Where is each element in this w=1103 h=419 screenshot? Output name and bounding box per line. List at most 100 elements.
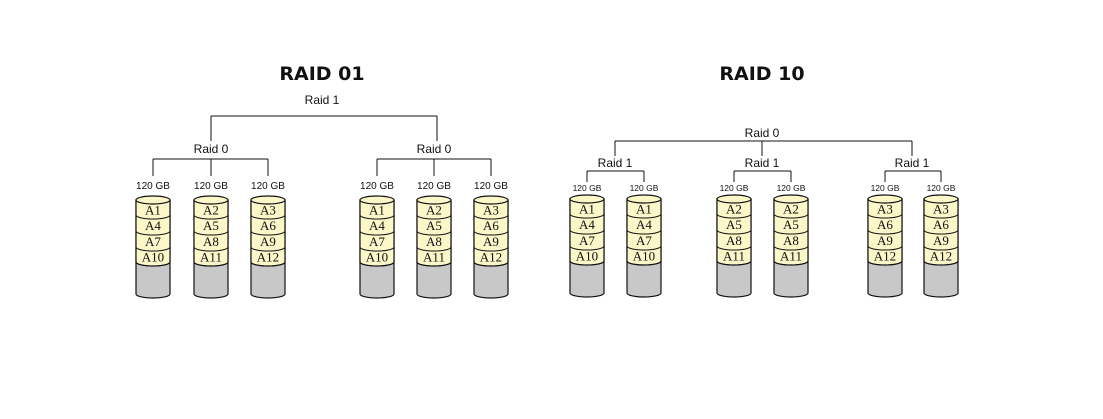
raid01-title: RAID 01 bbox=[279, 63, 364, 85]
block-separator bbox=[250, 246, 286, 252]
block-a2: A2 bbox=[203, 202, 219, 217]
block-separator bbox=[473, 261, 509, 267]
block-a6: A6 bbox=[933, 217, 949, 232]
block-separator bbox=[135, 246, 171, 252]
block-a11: A11 bbox=[723, 248, 745, 263]
disk-top bbox=[923, 194, 959, 204]
block-separator bbox=[135, 261, 171, 267]
block-separator bbox=[569, 213, 605, 219]
block-a5: A5 bbox=[726, 217, 742, 232]
group-label: Raid 0 bbox=[194, 142, 229, 156]
group-label: Raid 1 bbox=[895, 156, 930, 170]
raid10-top-label: Raid 0 bbox=[745, 126, 780, 140]
block-a4: A4 bbox=[636, 217, 652, 232]
block-separator bbox=[626, 245, 662, 251]
block-a4: A4 bbox=[145, 218, 161, 233]
block-separator bbox=[193, 214, 229, 220]
block-a7: A7 bbox=[369, 234, 385, 249]
disk-capacity-label: 120 GB bbox=[573, 183, 602, 193]
block-a1: A1 bbox=[636, 201, 652, 216]
block-separator bbox=[250, 261, 286, 267]
block-a9: A9 bbox=[483, 234, 499, 249]
group-label: Raid 0 bbox=[417, 142, 452, 156]
disk-top bbox=[135, 195, 171, 205]
block-a10: A10 bbox=[366, 249, 388, 264]
disk-capacity-label: 120 GB bbox=[417, 181, 451, 192]
block-a12: A12 bbox=[257, 249, 279, 264]
disk-top bbox=[359, 195, 395, 205]
block-a6: A6 bbox=[483, 218, 499, 233]
block-a3: A3 bbox=[260, 202, 276, 217]
block-separator bbox=[923, 229, 959, 235]
block-a10: A10 bbox=[576, 248, 598, 263]
block-separator bbox=[135, 230, 171, 236]
block-a9: A9 bbox=[260, 234, 276, 249]
block-separator bbox=[626, 229, 662, 235]
block-a5: A5 bbox=[783, 217, 799, 232]
block-separator bbox=[416, 230, 452, 236]
block-separator bbox=[359, 214, 395, 220]
block-separator bbox=[473, 230, 509, 236]
block-a2: A2 bbox=[783, 201, 799, 216]
block-separator bbox=[473, 214, 509, 220]
block-a1: A1 bbox=[369, 202, 385, 217]
block-a3: A3 bbox=[483, 202, 499, 217]
block-a6: A6 bbox=[260, 218, 276, 233]
block-separator bbox=[569, 229, 605, 235]
block-separator bbox=[569, 260, 605, 266]
block-separator bbox=[135, 214, 171, 220]
block-separator bbox=[359, 246, 395, 252]
block-a12: A12 bbox=[874, 248, 896, 263]
block-separator bbox=[626, 213, 662, 219]
disk-top bbox=[569, 194, 605, 204]
block-a8: A8 bbox=[203, 234, 219, 249]
block-a4: A4 bbox=[369, 218, 385, 233]
block-separator bbox=[773, 229, 809, 235]
disk-capacity-label: 120 GB bbox=[251, 181, 285, 192]
block-a5: A5 bbox=[426, 218, 442, 233]
disk-capacity-label: 120 GB bbox=[630, 183, 659, 193]
disk-top bbox=[716, 194, 752, 204]
block-separator bbox=[867, 260, 903, 266]
block-a1: A1 bbox=[579, 201, 595, 216]
block-separator bbox=[250, 230, 286, 236]
block-a8: A8 bbox=[783, 233, 799, 248]
disk-top bbox=[626, 194, 662, 204]
block-a8: A8 bbox=[426, 234, 442, 249]
block-separator bbox=[716, 245, 752, 251]
block-separator bbox=[867, 229, 903, 235]
block-separator bbox=[867, 245, 903, 251]
disk-top bbox=[250, 195, 286, 205]
block-a11: A11 bbox=[200, 249, 222, 264]
block-separator bbox=[867, 213, 903, 219]
block-separator bbox=[250, 214, 286, 220]
block-separator bbox=[193, 261, 229, 267]
group-label: Raid 1 bbox=[598, 156, 633, 170]
block-separator bbox=[416, 246, 452, 252]
block-separator bbox=[359, 261, 395, 267]
raid01-top-label: Raid 1 bbox=[305, 93, 340, 107]
block-a12: A12 bbox=[480, 249, 502, 264]
block-separator bbox=[923, 245, 959, 251]
disk-capacity-label: 120 GB bbox=[474, 181, 508, 192]
block-a7: A7 bbox=[145, 234, 161, 249]
block-a6: A6 bbox=[877, 217, 893, 232]
block-separator bbox=[773, 213, 809, 219]
block-a4: A4 bbox=[579, 217, 595, 232]
disk-top bbox=[416, 195, 452, 205]
block-separator bbox=[473, 246, 509, 252]
disk-capacity-label: 120 GB bbox=[871, 183, 900, 193]
